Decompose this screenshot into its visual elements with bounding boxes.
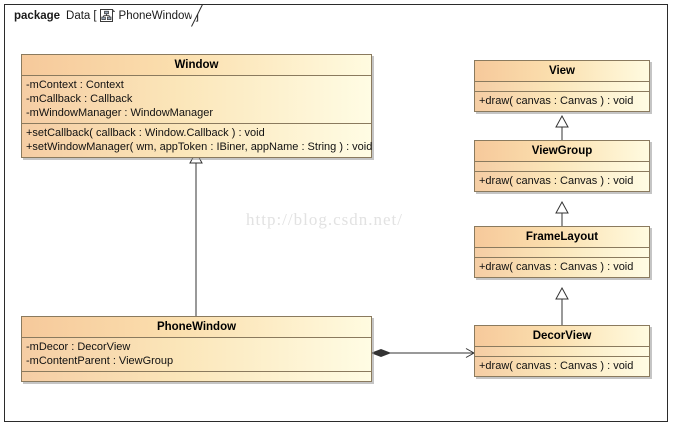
package-name: Data — [66, 10, 91, 22]
attribute-row: -mCallback : Callback — [26, 93, 133, 105]
class-box-framelayout[interactable]: FrameLayout +draw( canvas : Canvas ) : v… — [474, 226, 650, 278]
package-tab-slant — [191, 4, 203, 27]
package-keyword: package — [14, 10, 61, 22]
operation-row: +draw( canvas : Canvas ) : void — [479, 261, 634, 273]
class-name-window: Window — [22, 55, 371, 76]
class-operations-viewgroup: +draw( canvas : Canvas ) : void — [475, 172, 649, 191]
watermark-text: http://blog.csdn.net/ — [246, 210, 403, 229]
class-operations-window: +setCallback( callback : Window.Callback… — [22, 124, 373, 157]
class-name-decorview: DecorView — [475, 326, 649, 347]
attribute-row: -mWindowManager : WindowManager — [26, 107, 214, 119]
bracket-open: [ — [93, 10, 97, 22]
class-attributes-window: -mContext : Context -mCallback : Callbac… — [22, 76, 371, 124]
class-attributes-viewgroup — [475, 162, 649, 172]
package-diagram-name: PhoneWindow — [118, 10, 193, 22]
class-operations-decorview: +draw( canvas : Canvas ) : void — [475, 357, 649, 376]
class-attributes-view — [475, 82, 649, 92]
class-box-decorview[interactable]: DecorView +draw( canvas : Canvas ) : voi… — [474, 325, 650, 377]
class-box-viewgroup[interactable]: ViewGroup +draw( canvas : Canvas ) : voi… — [474, 140, 650, 192]
operation-row: +setWindowManager( wm, appToken : IBiner… — [26, 141, 373, 153]
attribute-row: -mContentParent : ViewGroup — [26, 355, 174, 367]
class-attributes-framelayout — [475, 248, 649, 258]
class-operations-framelayout: +draw( canvas : Canvas ) : void — [475, 258, 649, 277]
class-name-framelayout: FrameLayout — [475, 227, 649, 248]
class-operations-view: +draw( canvas : Canvas ) : void — [475, 92, 649, 111]
class-diagram-icon — [99, 8, 115, 23]
attribute-row: -mDecor : DecorView — [26, 341, 131, 353]
class-box-view[interactable]: View +draw( canvas : Canvas ) : void — [474, 60, 650, 112]
class-name-phonewindow: PhoneWindow — [22, 317, 371, 338]
class-operations-phonewindow — [22, 372, 371, 381]
package-header-tab: package Data [ PhoneWindow ] — [4, 4, 199, 27]
attribute-row: -mContext : Context — [26, 79, 124, 91]
class-box-window[interactable]: Window -mContext : Context -mCallback : … — [21, 54, 372, 158]
operation-row: +draw( canvas : Canvas ) : void — [479, 175, 634, 187]
class-name-view: View — [475, 61, 649, 82]
class-box-phonewindow[interactable]: PhoneWindow -mDecor : DecorView -mConten… — [21, 316, 372, 382]
operation-row: +setCallback( callback : Window.Callback… — [26, 127, 265, 139]
operation-row: +draw( canvas : Canvas ) : void — [479, 95, 634, 107]
class-attributes-decorview — [475, 347, 649, 357]
operation-row: +draw( canvas : Canvas ) : void — [479, 360, 634, 372]
class-name-viewgroup: ViewGroup — [475, 141, 649, 162]
class-attributes-phonewindow: -mDecor : DecorView -mContentParent : Vi… — [22, 338, 371, 372]
